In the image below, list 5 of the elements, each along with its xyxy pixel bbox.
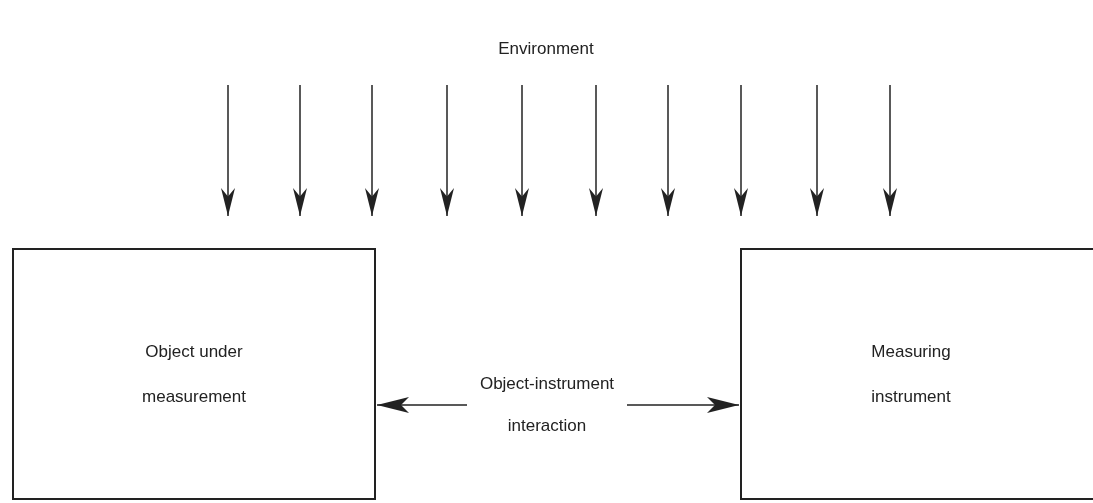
process-box xyxy=(740,248,1093,500)
process-box xyxy=(12,248,376,500)
box-text: Measuring instrument xyxy=(870,341,952,408)
environment-label: Environment xyxy=(497,38,595,60)
box-text: Object under measurement xyxy=(141,341,247,408)
